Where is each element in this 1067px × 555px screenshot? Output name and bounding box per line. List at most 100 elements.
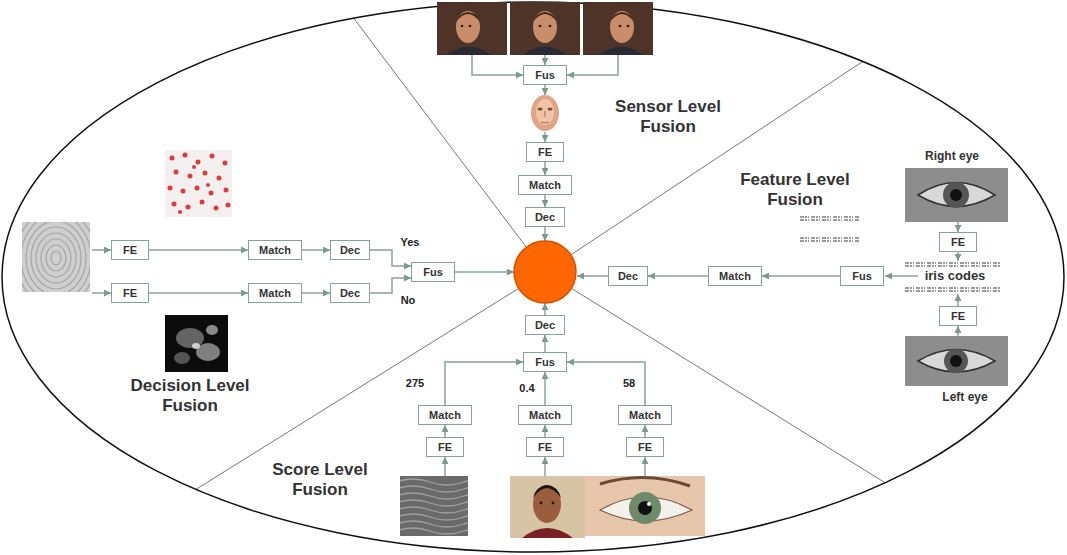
fusion-box: Fus bbox=[523, 352, 567, 372]
face-photo bbox=[533, 12, 557, 22]
feature-extraction-box: FE bbox=[111, 240, 149, 260]
flow-arrow bbox=[567, 55, 618, 75]
eye-image bbox=[918, 350, 995, 373]
minutiae-points bbox=[165, 150, 232, 217]
face-photo bbox=[447, 47, 491, 56]
minutiae-points bbox=[223, 161, 228, 166]
feature-extraction-box: FE bbox=[939, 232, 977, 252]
edge-value: 58 bbox=[621, 377, 637, 390]
iris-code-pattern bbox=[800, 217, 1000, 291]
minutiae-points bbox=[209, 191, 214, 196]
edge-value: Yes bbox=[399, 236, 422, 249]
edge-value: 0.4 bbox=[517, 382, 536, 395]
face-photo bbox=[510, 476, 585, 538]
sector-dividers bbox=[15, 272, 545, 555]
decision-box: Dec bbox=[608, 266, 648, 286]
dark-scan-image bbox=[174, 352, 190, 364]
eye-image bbox=[905, 336, 1008, 386]
feature-extraction-box: FE bbox=[939, 306, 977, 326]
face-photo bbox=[469, 25, 472, 28]
flow-connector bbox=[648, 275, 708, 277]
minutiae-points bbox=[224, 188, 229, 193]
face-mask bbox=[531, 95, 559, 131]
minutiae-points bbox=[200, 200, 205, 205]
face-photo bbox=[599, 47, 643, 56]
node-label: FE bbox=[538, 146, 552, 158]
flow-arrow bbox=[544, 457, 546, 476]
decision-box: Dec bbox=[525, 207, 565, 227]
flow-connector bbox=[302, 249, 330, 251]
node-label: Match bbox=[719, 270, 751, 282]
face-photo bbox=[619, 25, 622, 28]
face-photo bbox=[610, 11, 634, 43]
face-photo bbox=[456, 11, 480, 43]
fusion-box: Fus bbox=[411, 262, 455, 282]
node-label: Match bbox=[529, 179, 561, 191]
flow-arrow bbox=[444, 457, 446, 476]
fingerprint-image bbox=[16, 209, 96, 307]
matching-box: Match bbox=[618, 405, 672, 425]
minutiae-points bbox=[217, 176, 222, 181]
fingerprint-closeup bbox=[400, 479, 468, 485]
dark-scan-image bbox=[206, 325, 218, 335]
flow-arrow bbox=[957, 252, 959, 261]
dark-scan-image bbox=[192, 343, 200, 349]
iris-code-pattern bbox=[905, 265, 1000, 267]
node-label: FE bbox=[438, 441, 452, 453]
face-mask bbox=[541, 111, 549, 123]
fingerprint-closeup bbox=[400, 521, 468, 527]
flow-connector bbox=[444, 425, 446, 437]
matching-box: Match bbox=[518, 405, 572, 425]
face-mask bbox=[536, 99, 554, 125]
flow-connector bbox=[544, 195, 546, 207]
minutiae-points bbox=[192, 165, 196, 169]
flow-connector bbox=[544, 162, 546, 175]
eye-image bbox=[944, 349, 968, 373]
fingerprint-closeup bbox=[400, 479, 468, 534]
eye-image bbox=[943, 182, 969, 208]
minutiae-points bbox=[195, 186, 200, 191]
flow-arrow bbox=[472, 55, 523, 75]
eye-closeup bbox=[638, 501, 652, 515]
fusion-result-circle bbox=[514, 241, 576, 303]
node-label: Match bbox=[429, 409, 461, 421]
flow-connector bbox=[149, 249, 248, 251]
node-label: Dec bbox=[535, 319, 555, 331]
flow-connector bbox=[544, 335, 546, 352]
face-photo bbox=[539, 25, 542, 28]
minutiae-points bbox=[168, 153, 231, 215]
fingerprint-image bbox=[36, 233, 76, 283]
matching-box: Match bbox=[418, 405, 472, 425]
node-label: FE bbox=[951, 236, 965, 248]
iris-code-pattern bbox=[905, 290, 1000, 292]
fingerprint-closeup bbox=[400, 476, 468, 536]
flow-connector bbox=[762, 275, 840, 277]
fingerprint-closeup bbox=[400, 514, 468, 520]
image-caption: Left eye bbox=[942, 391, 987, 405]
iris-code-pattern bbox=[800, 237, 860, 239]
face-mask bbox=[531, 95, 559, 131]
face-photo bbox=[533, 11, 557, 43]
flow-arrow bbox=[92, 292, 111, 294]
flow-connector bbox=[370, 278, 411, 293]
face-mask bbox=[548, 108, 553, 111]
flow-arrow bbox=[455, 271, 514, 273]
flow-arrow bbox=[957, 326, 959, 336]
eye-closeup bbox=[600, 477, 690, 486]
fingerprint-image bbox=[22, 222, 90, 292]
iris-code-pattern bbox=[800, 240, 860, 242]
matching-box: Match bbox=[248, 240, 302, 260]
flow-connector bbox=[370, 250, 411, 266]
node-label: FE bbox=[538, 441, 552, 453]
dark-scan-image bbox=[165, 315, 228, 372]
face-photo bbox=[456, 12, 480, 22]
decision-box: Dec bbox=[330, 283, 370, 303]
minutiae-points bbox=[186, 205, 191, 210]
fingerprint-image bbox=[31, 227, 81, 289]
node-label: Fus bbox=[535, 356, 555, 368]
node-label: Match bbox=[259, 287, 291, 299]
face-photo bbox=[533, 485, 561, 523]
minutiae-points bbox=[181, 189, 186, 194]
face-photo bbox=[510, 476, 585, 538]
fingerprint-closeup bbox=[400, 493, 468, 499]
